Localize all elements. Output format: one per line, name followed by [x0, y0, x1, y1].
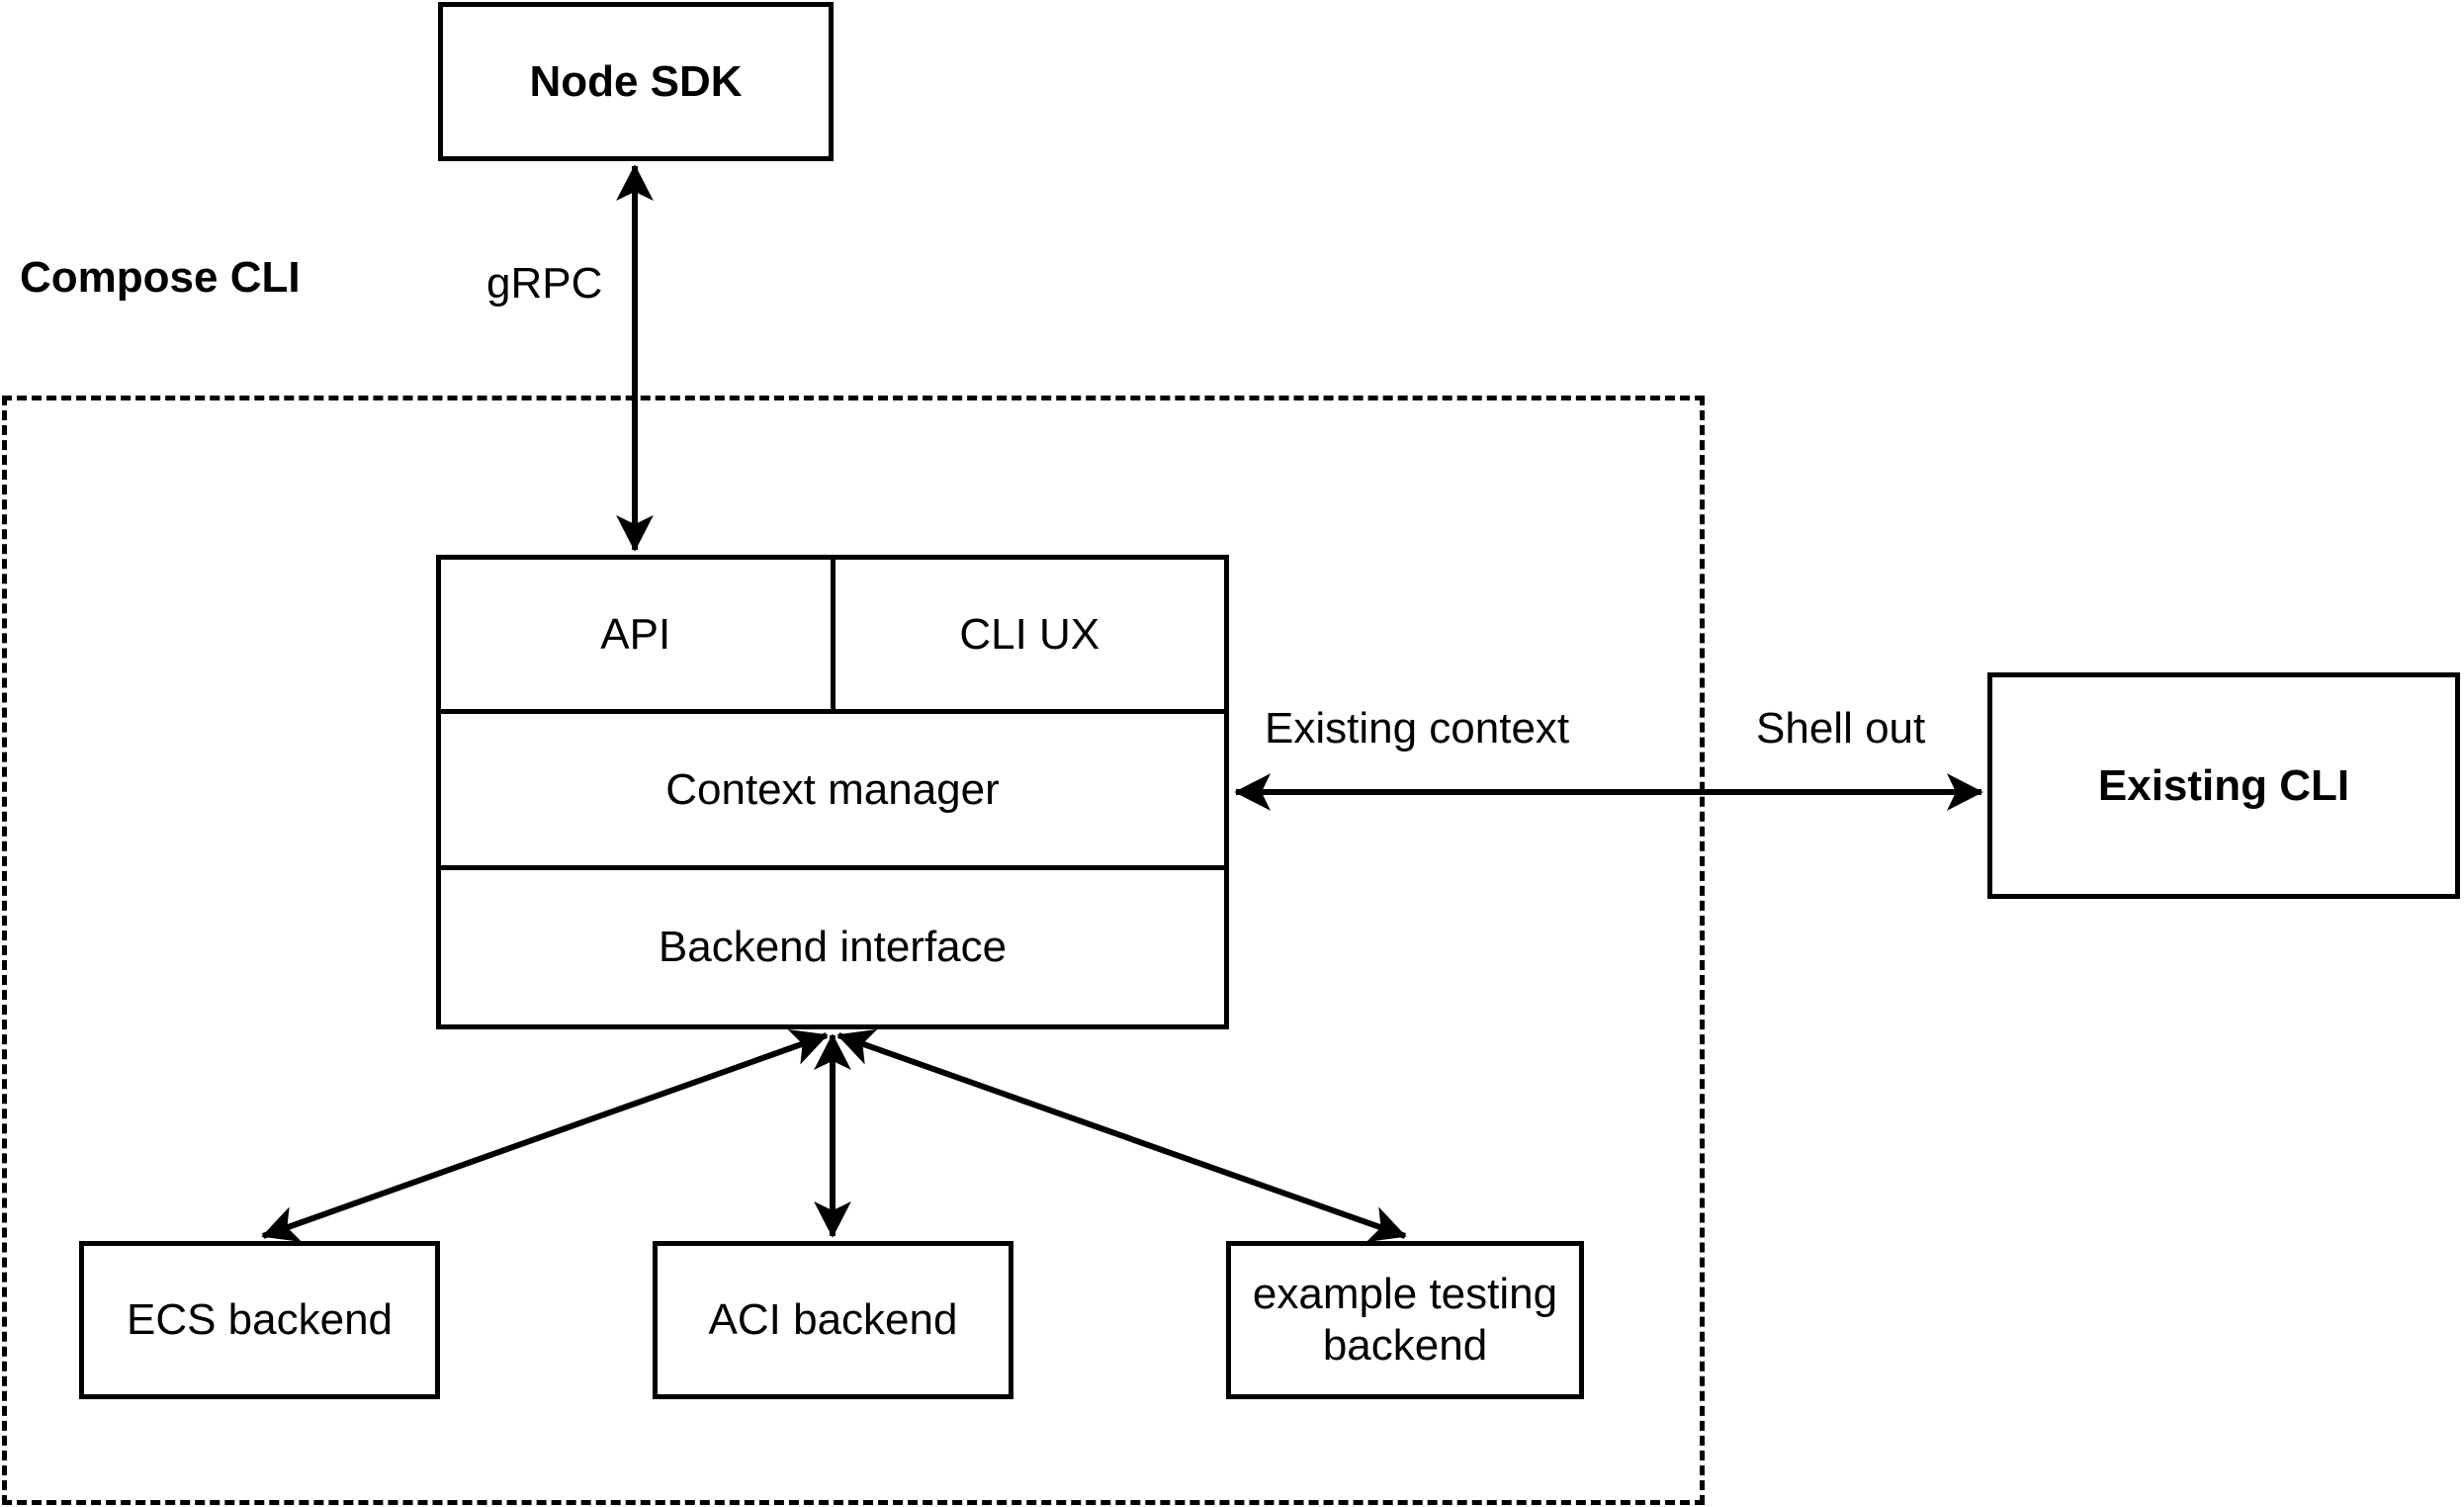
node-context-manager: Context manager [441, 714, 1224, 865]
node-backend-interface: Backend interface [441, 870, 1224, 1024]
node-cli-ux: CLI UX [836, 560, 1225, 709]
node-ecs-backend-label: ECS backend [126, 1295, 394, 1345]
node-node-sdk: Node SDK [438, 2, 834, 161]
node-context-manager-label: Context manager [665, 764, 1000, 814]
stack-row-context-manager: Context manager [441, 714, 1224, 870]
node-example-testing-backend: example testing backend [1226, 1241, 1584, 1399]
node-example-testing-backend-label: example testing backend [1252, 1270, 1558, 1370]
compose-cli-core-stack: API CLI UX Context manager Backend inter… [436, 555, 1229, 1029]
node-node-sdk-label: Node SDK [529, 56, 743, 106]
node-backend-interface-label: Backend interface [658, 923, 1008, 972]
edge-label-grpc: gRPC [486, 259, 603, 308]
compose-cli-group-label: Compose CLI [20, 253, 301, 302]
node-api-label: API [600, 609, 671, 659]
node-api: API [441, 560, 836, 709]
edge-label-existing-context: Existing context [1265, 704, 1570, 753]
node-existing-cli-label: Existing CLI [2097, 760, 2350, 810]
node-existing-cli: Existing CLI [1987, 672, 2460, 899]
stack-row-backend-interface: Backend interface [441, 870, 1224, 1024]
node-aci-backend-label: ACI backend [708, 1295, 958, 1345]
stack-row-api-cliux: API CLI UX [441, 560, 1224, 714]
node-cli-ux-label: CLI UX [959, 609, 1100, 659]
edge-label-shell-out: Shell out [1756, 704, 1926, 753]
compose-cli-group-box [2, 396, 1705, 1505]
node-ecs-backend: ECS backend [79, 1241, 440, 1399]
node-aci-backend: ACI backend [653, 1241, 1013, 1399]
